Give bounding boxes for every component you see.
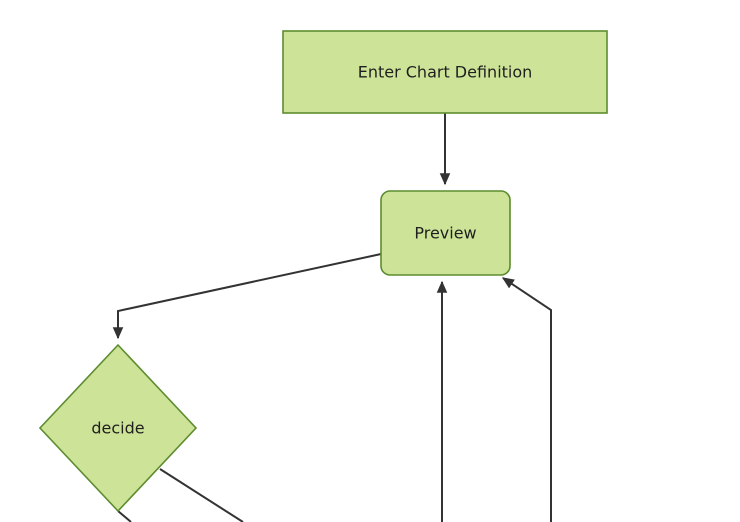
node-decide-label: decide [91, 419, 144, 438]
edge-bottom-right-to-preview [502, 277, 552, 522]
node-preview-shape[interactable] [380, 190, 511, 276]
edge-preview-to-decide [112, 253, 382, 340]
edge-decide-right-out [159, 468, 244, 522]
node-layer: Enter Chart Definition Preview decide [38, 30, 608, 513]
edge-bottom-right-to-preview-path [502, 277, 552, 522]
node-decide-shape[interactable] [38, 343, 198, 513]
node-enter-chart-definition-label: Enter Chart Definition [358, 63, 533, 82]
node-decide[interactable]: decide [38, 343, 198, 513]
edge-decide-bottom-out [117, 510, 132, 522]
edge-preview-to-decide-path [112, 253, 382, 340]
edge-decide-bottom-out-path [117, 510, 132, 522]
edge-decide-right-out-path [159, 468, 244, 522]
node-preview[interactable]: Preview [380, 190, 511, 276]
node-enter-chart-definition[interactable]: Enter Chart Definition [282, 30, 608, 114]
node-preview-label: Preview [414, 224, 476, 243]
node-enter-chart-definition-shape[interactable] [282, 30, 608, 114]
edge-layer [112, 113, 552, 522]
